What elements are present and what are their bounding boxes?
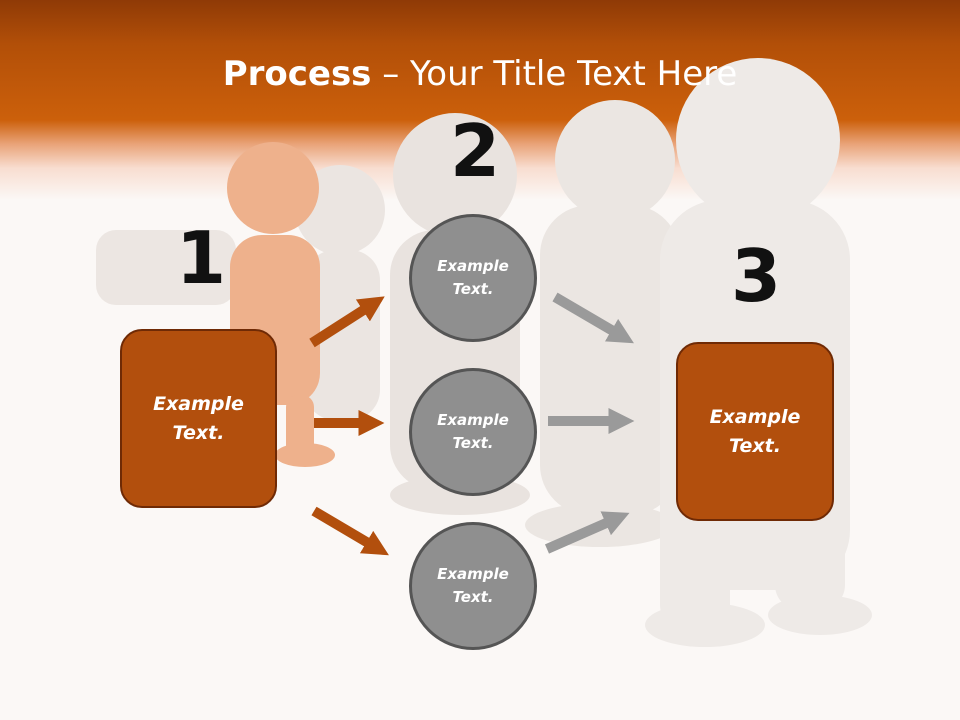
circle-top-line2: Text. (452, 280, 494, 298)
arrow-1-to-top (309, 296, 385, 348)
step-1-label-line2: Text. (172, 421, 225, 444)
arrow-bottom-to-3 (544, 511, 630, 554)
step-number-3: 3 (731, 234, 782, 318)
step-1-label-line1: Example (153, 392, 244, 415)
circle-top-line1: Example (437, 257, 509, 275)
title-bold: Process (222, 54, 372, 94)
slide-title: Process – Your Title Text Here (0, 52, 960, 96)
step-3-label-line1: Example (709, 405, 801, 428)
step-number-1: 1 (176, 216, 227, 300)
title-rest: – Your Title Text Here (371, 54, 738, 94)
arrow-top-to-3 (552, 292, 634, 344)
circle-middle-line1: Example (437, 411, 509, 429)
circle-bottom-line1: Example (437, 565, 509, 583)
circle-bottom-line2: Text. (452, 588, 494, 606)
step-number-2: 2 (450, 109, 501, 193)
arrow-1-to-bottom (311, 506, 389, 556)
step-3-label-line2: Text. (729, 434, 781, 457)
circle-middle-line2: Text. (452, 434, 494, 452)
